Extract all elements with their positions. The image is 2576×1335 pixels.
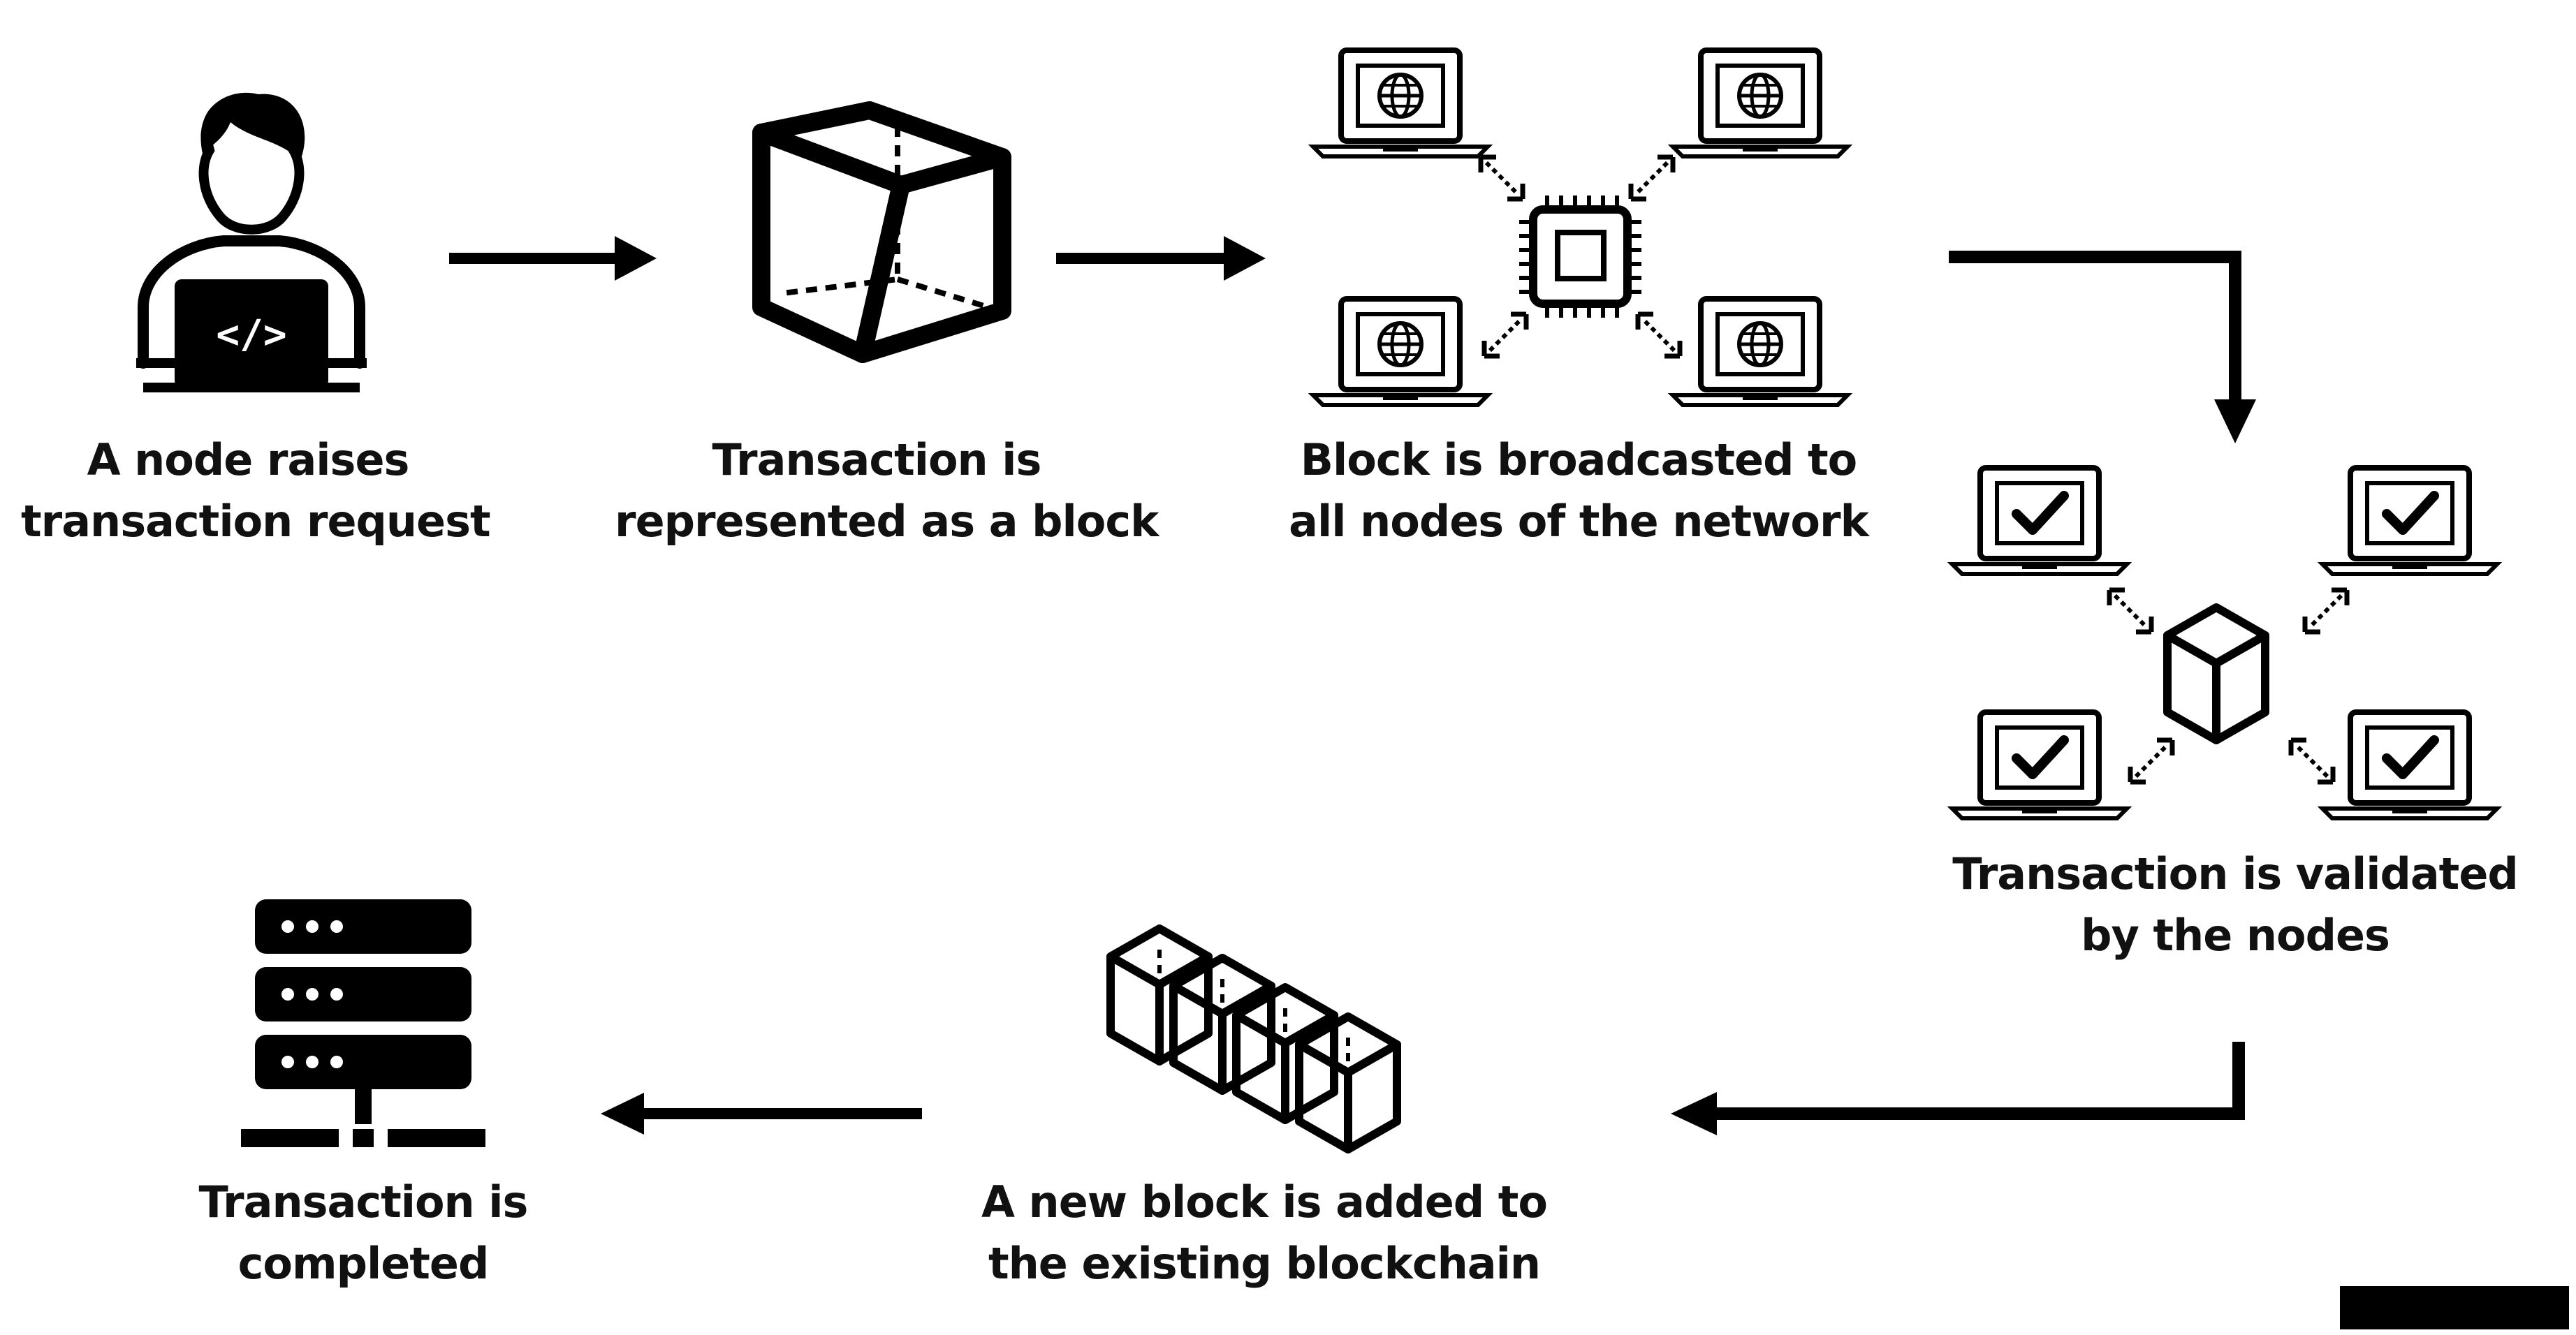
step-caption-broadcast: Block is broadcasted to all nodes of the… [1289,434,1869,547]
blockchain-icon [1111,929,1397,1149]
small-cube-icon [2167,607,2265,740]
dotted-arrow-icon [1484,314,1526,356]
dotted-arrow-icon [1631,157,1673,199]
dotted-arrow-icon [1638,314,1680,356]
flow-arrow [1671,1042,2245,1135]
dotted-arrow-icon [1481,157,1523,199]
validation-network-icon [1952,468,2497,818]
step-caption-block: Transaction is represented as a block [615,434,1159,547]
step-caption-raise: A node raises transaction request [21,434,491,547]
network-broadcast-icon [1313,50,1847,405]
svg-text:</>: </> [216,312,286,357]
laptop-check-icon [2322,468,2497,574]
dotted-arrow-icon [2305,590,2347,632]
redaction-bar [2340,1286,2569,1329]
laptop-globe-icon [1673,50,1847,156]
flow-arrow [449,236,657,281]
laptop-check-icon [1952,712,2127,818]
cpu-chip-icon [1519,196,1641,318]
dotted-arrow-icon [2109,590,2151,632]
laptop-globe-icon [1313,299,1488,405]
laptop-check-icon [2322,712,2497,818]
laptop-globe-icon [1673,299,1847,405]
laptop-globe-icon [1313,50,1488,156]
step-caption-validate: Transaction is validated by the nodes [1952,848,2519,961]
chain-cube-icon [1299,1017,1397,1149]
step-caption-complete: Transaction is completed [198,1177,529,1289]
dotted-arrow-icon [2291,740,2333,782]
flow-arrow [1056,236,1266,281]
cube-block-icon [752,101,1011,363]
laptop-check-icon [1952,468,2127,574]
step-caption-chain: A new block is added to the existing blo… [981,1177,1548,1289]
flow-arrow [1949,251,2256,443]
server-icon [241,899,485,1147]
developer-laptop-icon: </> [136,92,367,392]
dotted-arrow-icon [2130,740,2172,782]
flow-arrow [601,1093,922,1135]
